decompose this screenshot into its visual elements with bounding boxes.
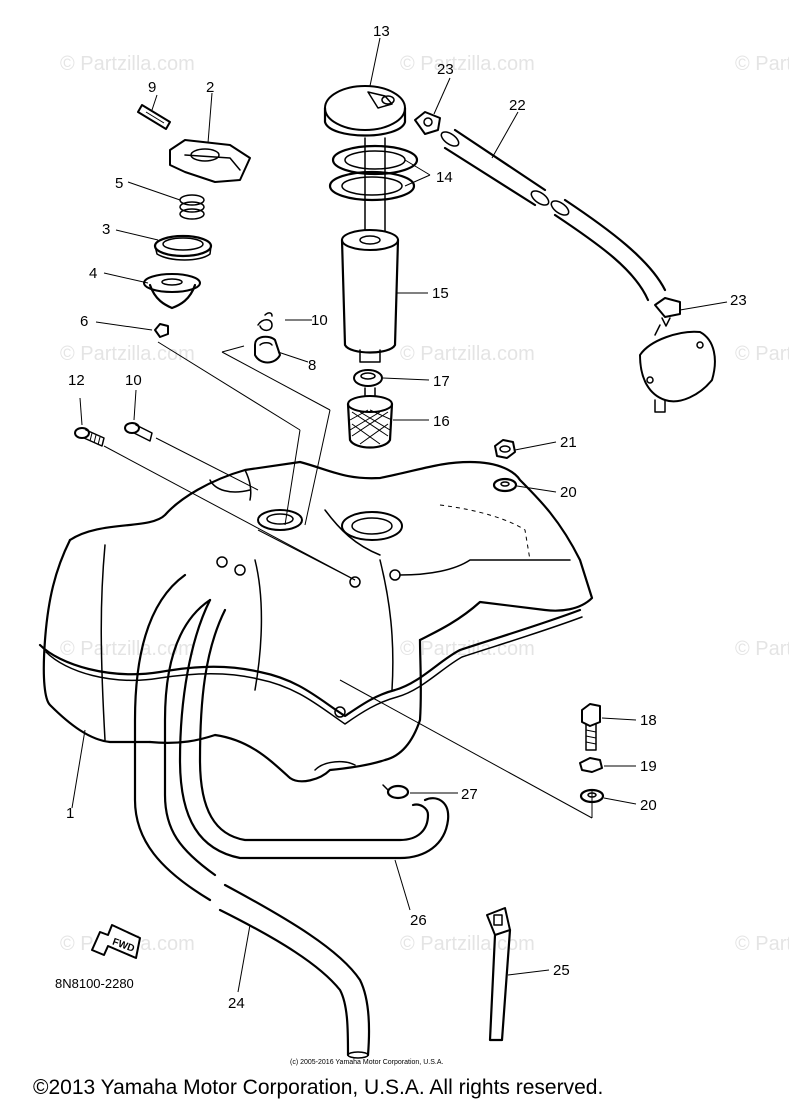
clamp-23-top <box>414 111 441 135</box>
watermark-layer: © Partzilla.com © Partzilla.com © Partzi… <box>60 53 789 955</box>
bolt-10 <box>124 422 153 442</box>
label-1: 1 <box>66 805 74 822</box>
watermark: © Partzilla.com <box>735 53 789 75</box>
bolt-18 <box>581 703 601 751</box>
label-18: 18 <box>640 712 657 729</box>
tank-clips <box>349 569 401 588</box>
bolt-12 <box>74 427 105 447</box>
strainer-16 <box>346 387 394 449</box>
filter-15 <box>340 229 400 363</box>
fuel-tank <box>38 460 594 783</box>
label-13: 13 <box>373 23 390 40</box>
o-rings-14 <box>328 137 419 236</box>
watermark: © Partzilla.com <box>60 638 195 660</box>
clamp-27 <box>382 784 410 800</box>
nut-19 <box>579 757 603 773</box>
label-27: 27 <box>461 786 478 803</box>
fuel-cap-13 <box>323 85 407 137</box>
watermark: © Partzilla.com <box>400 933 535 955</box>
label-7: 9 <box>148 79 156 96</box>
diagram-code: 8N8100-2280 <box>55 976 134 991</box>
label-9: 10 <box>311 312 328 329</box>
part-3 <box>153 234 213 261</box>
hose-22 <box>440 128 667 302</box>
part-2 <box>169 139 251 183</box>
label-22: 22 <box>509 97 526 114</box>
watermark: © Partzilla.com <box>60 343 195 365</box>
label-23-top: 23 <box>437 61 454 78</box>
clamp-17 <box>353 369 383 387</box>
part-labels: 13 2 9 5 3 4 6 23 22 14 15 23 10 8 17 16… <box>66 23 747 1012</box>
hose-24 <box>133 573 371 1059</box>
watermark: © Partzilla.com <box>400 343 535 365</box>
label-26: 26 <box>410 912 427 929</box>
label-12: 12 <box>68 372 85 389</box>
label-21: 21 <box>560 434 577 451</box>
leader-lines <box>71 37 728 993</box>
part-5 <box>179 194 205 220</box>
label-2: 2 <box>206 79 214 96</box>
watermark: © Partzilla.com <box>60 53 195 75</box>
label-20-lower: 20 <box>640 797 657 814</box>
watermark: © Partzilla.com <box>735 343 789 365</box>
label-19: 19 <box>640 758 657 775</box>
label-25: 25 <box>553 962 570 979</box>
label-14: 14 <box>436 169 453 186</box>
label-8: 8 <box>308 357 316 374</box>
watermark: © Partzilla.com <box>735 933 789 955</box>
nut-21 <box>494 439 516 459</box>
part-9 <box>257 312 273 332</box>
hose-26 <box>178 598 450 860</box>
washer-20-upper <box>492 477 518 493</box>
small-copyright: (c) 2005-2016 Yamaha Motor Corporation, … <box>290 1059 443 1066</box>
clamp-23-right <box>654 297 681 327</box>
watermark: © Partzilla.com <box>735 638 789 660</box>
label-20-upper: 20 <box>560 484 577 501</box>
plate <box>639 324 716 413</box>
watermark: © Partzilla.com <box>400 638 535 660</box>
label-4: 4 <box>89 265 97 282</box>
label-3: 3 <box>102 221 110 238</box>
label-6: 6 <box>80 313 88 330</box>
fwd-arrow-icon: FWD <box>91 924 141 959</box>
watermark: © Partzilla.com <box>400 53 535 75</box>
part-7 <box>137 104 171 130</box>
part-6 <box>154 323 169 338</box>
copyright-notice: ©2013 Yamaha Motor Corporation, U.S.A. A… <box>33 1076 603 1099</box>
label-16: 16 <box>433 413 450 430</box>
label-5: 5 <box>115 175 123 192</box>
label-24: 24 <box>228 995 245 1012</box>
strap-25 <box>486 907 512 1042</box>
label-15: 15 <box>432 285 449 302</box>
label-17: 17 <box>433 373 450 390</box>
part-8 <box>254 335 281 364</box>
label-10: 10 <box>125 372 142 389</box>
part-4 <box>143 273 201 310</box>
label-23-right: 23 <box>730 292 747 309</box>
